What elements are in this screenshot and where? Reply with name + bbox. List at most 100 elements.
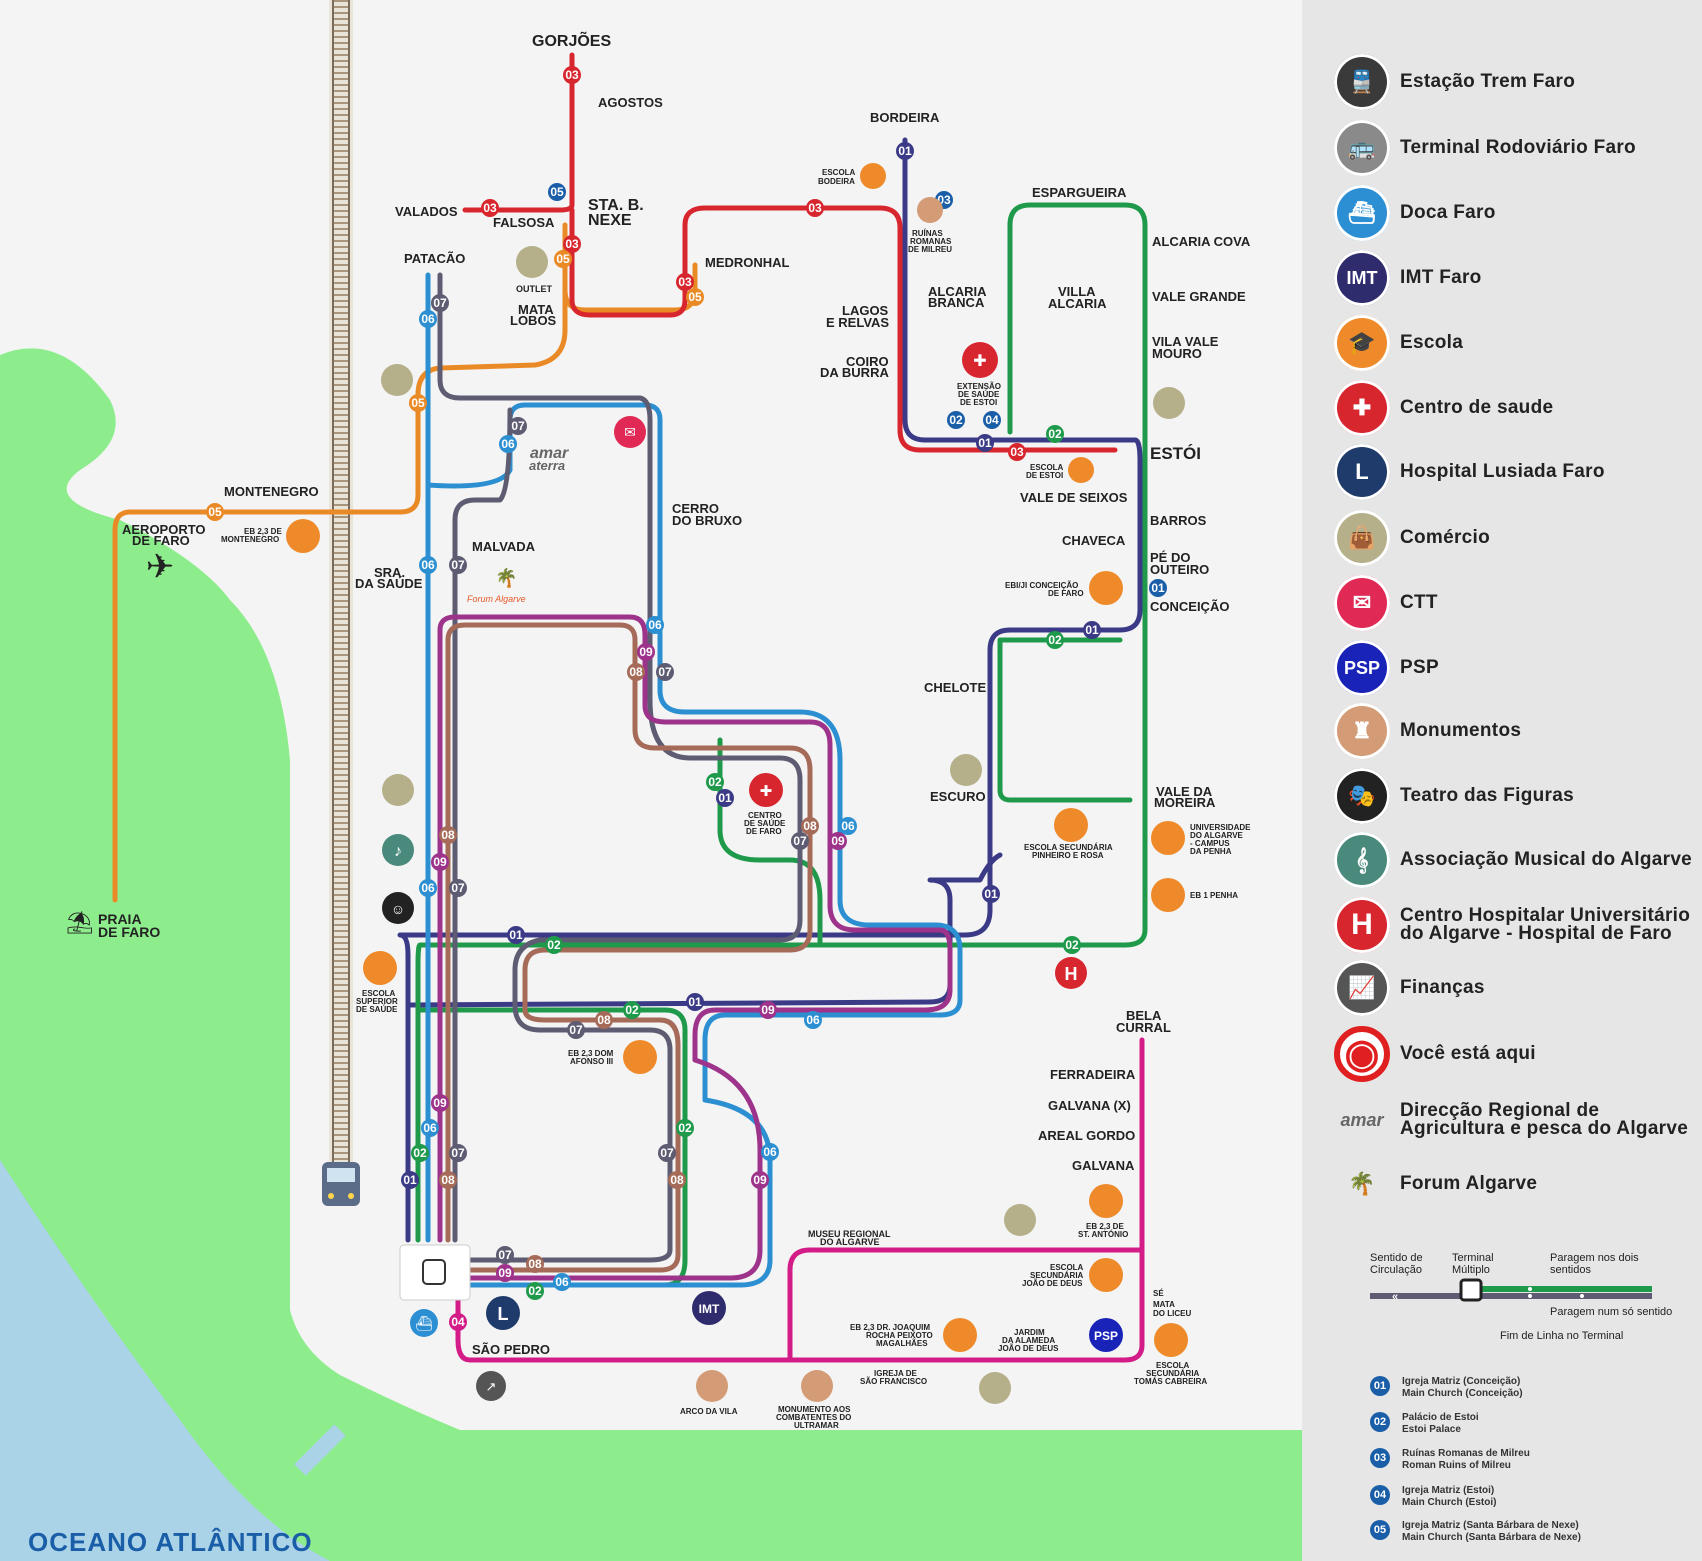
svg-text:04: 04	[451, 1315, 465, 1329]
railway-track	[329, 0, 353, 1200]
svg-text:02: 02	[1048, 427, 1062, 441]
label-escola-estoi-2: DE ESTOI	[1026, 471, 1063, 480]
legend-label: Terminal Rodoviário Faro	[1400, 137, 1636, 158]
svg-text:05: 05	[411, 396, 425, 410]
route-badge-05: 05	[686, 288, 704, 306]
label-extensao-1: EXTENSÃO	[957, 382, 1001, 391]
legend-label: Centro de saude	[1400, 397, 1554, 418]
health-center-icon: ✚	[749, 773, 783, 807]
bus-icon: 🚌	[1334, 120, 1390, 176]
label-monumento-2: COMBATENTES DO	[776, 1413, 851, 1422]
label-igreja-sf-1: IGREJA DE	[874, 1369, 917, 1378]
label-alcaria: ALCARIA	[1048, 296, 1107, 311]
label-outlet: OUTLET	[516, 284, 552, 294]
label-esc-joao-1: ESCOLA	[1050, 1263, 1084, 1272]
route-badge-06: 06	[761, 1143, 779, 1161]
svg-text:amar: amar	[530, 445, 569, 462]
legend-label: Doca Faro	[1400, 202, 1496, 223]
label-praia-faro: DE FARO	[98, 924, 160, 940]
school-icon	[1151, 821, 1185, 855]
svg-text:06: 06	[841, 819, 855, 833]
svg-text:02: 02	[1065, 938, 1079, 952]
label-espargueira: ESPARGUEIRA	[1032, 185, 1127, 200]
svg-text:♪: ♪	[394, 843, 402, 860]
svg-text:08: 08	[597, 1013, 611, 1027]
label-mouro: MOURO	[1152, 346, 1202, 361]
legend-label: Comércio	[1400, 527, 1491, 548]
label-agostos: AGOSTOS	[598, 95, 663, 110]
label-univ-1: UNIVERSIDADE	[1190, 823, 1251, 832]
h-badge-text: H	[1065, 964, 1078, 984]
church-en: Main Church (Santa Bárbara de Nexe)	[1402, 1532, 1581, 1543]
imt-icon: IMT	[1334, 250, 1390, 306]
route-line-06	[425, 272, 963, 1288]
legend-label: Escola	[1400, 332, 1464, 353]
label-eb23-afonso-2: AFONSO III	[570, 1057, 613, 1066]
route-badge-03: 03	[563, 235, 581, 253]
label-ferradeira: FERRADEIRA	[1050, 1067, 1136, 1082]
svg-text:07: 07	[451, 881, 465, 895]
route-badge-02: 02	[545, 936, 563, 954]
svg-text:07: 07	[451, 1146, 465, 1160]
label-sra: SRA.	[374, 565, 405, 580]
label-pinheiro-2: PINHEIRO E ROSA	[1032, 851, 1104, 860]
label-eb23-antonio-2: ST. ANTÓNIO	[1078, 1230, 1128, 1239]
route-badge-06: 06	[419, 879, 437, 897]
label-univ-3: - CAMPUS	[1190, 839, 1230, 848]
label-villa: VILLA	[1058, 284, 1096, 299]
route-line-08	[445, 622, 813, 1273]
svg-text:🌴: 🌴	[495, 567, 517, 588]
label-galvana: GALVANA	[1072, 1158, 1135, 1173]
route-badge-06: 06	[419, 310, 437, 328]
svg-text:01: 01	[403, 1173, 417, 1187]
svg-text:05: 05	[208, 505, 222, 519]
hospital-lusiada-icon: L	[486, 1296, 520, 1330]
legend-label: Monumentos	[1400, 720, 1522, 741]
train-icon: 🚆	[1334, 54, 1390, 110]
health-center-icon: ✚	[1334, 380, 1390, 436]
label-se: SÉ	[1153, 1289, 1164, 1298]
mail-icon: ✉	[614, 416, 646, 448]
label-cerro: CERRO	[672, 501, 719, 516]
label-barros: BARROS	[1150, 513, 1207, 528]
label-mata-liceu-2: DO LICEU	[1153, 1309, 1191, 1318]
train-icon	[322, 1162, 360, 1206]
legend-panel: 🚆Estação Trem Faro 🚌 Terminal Rodoviário …	[1302, 0, 1702, 1561]
label-jardim-2: DA ALAMEDA	[1002, 1336, 1055, 1345]
route-badge-08: 08	[668, 1171, 686, 1189]
svg-text:01: 01	[898, 144, 912, 158]
route-badge-01: 01	[507, 926, 525, 944]
health-center-icon: ✚	[962, 342, 998, 378]
school-icon	[286, 519, 320, 553]
svg-text:06: 06	[555, 1275, 569, 1289]
label-igreja-sf-2: SÃO FRANCISCO	[860, 1377, 927, 1386]
label-vale-da: VALE DA	[1156, 784, 1213, 799]
route-badge-08: 08	[439, 826, 457, 844]
legend-label: Direcção Regional de Agricultura e pesca…	[1400, 1100, 1689, 1139]
forum-algarve-logo: 🌴	[1334, 1156, 1390, 1212]
key-sentido: Sentido de Circulação	[1370, 1252, 1423, 1276]
school-icon	[943, 1318, 977, 1352]
label-escola-estoi-1: ESCOLA	[1030, 463, 1064, 472]
legend-item-doca: ⛴ Doca Faro	[1334, 185, 1700, 241]
ship-icon: ⛴	[1334, 185, 1390, 241]
school-icon	[1089, 571, 1123, 605]
svg-text:02: 02	[413, 1146, 427, 1160]
church-item: Igreja Matriz (Estoi)Main Church (Estoi)	[1402, 1485, 1496, 1509]
label-montenegro: MONTENEGRO	[224, 484, 319, 499]
legend-item-voce-aqui: ◉Você está aqui	[1334, 1026, 1700, 1082]
legend-item-train: 🚆Estação Trem Faro	[1334, 54, 1700, 110]
svg-text:03: 03	[565, 237, 579, 251]
label-escuro: ESCURO	[930, 789, 986, 804]
shopping-bag-icon	[516, 246, 548, 278]
route-badge-02: 02	[706, 773, 724, 791]
label-bela: BELA	[1126, 1008, 1162, 1023]
route-badge-02: 02	[1063, 936, 1081, 954]
route-badge-01: 01	[716, 789, 734, 807]
label-bruxo: DO BRUXO	[672, 513, 742, 528]
route-badge-09: 09	[496, 1264, 514, 1282]
svg-text:04: 04	[985, 413, 999, 427]
route-badge-08: 08	[439, 1171, 457, 1189]
label-joaquim-3: MAGALHÃES	[876, 1339, 928, 1348]
